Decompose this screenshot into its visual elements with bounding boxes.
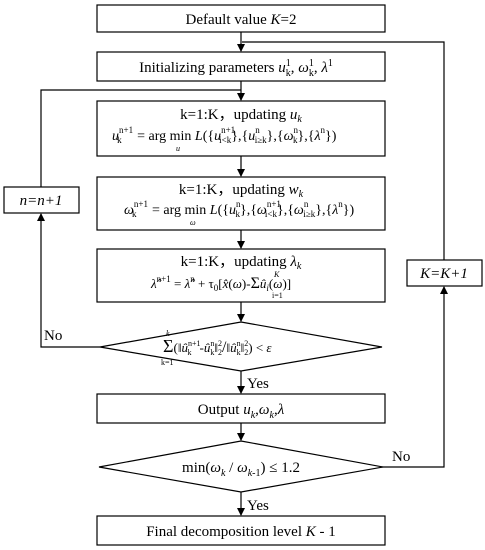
ratio-check-formula: min(ωk / ωk-1) ≤ 1.2 [182,460,300,479]
update-u-title: k=1:K，updating uk [180,107,302,125]
arrow-convergence-no [37,213,100,348]
update-lambda-sum-lower: i=1 [272,291,283,300]
connectors [37,32,448,516]
label-no-right: No [392,449,410,465]
convergence-sum-lower: k=1 [161,358,174,367]
output-text: Output uk,ωk,λ [198,402,285,421]
update-w-argmin-sub: ω [190,218,196,227]
default-value-text: Default value K=2 [186,12,297,28]
n-increment-box [3,186,80,214]
update-w-title: k=1:K，updating wk [179,182,304,200]
arrow-ratio-no [383,286,448,468]
k-increment-text: K=K+1 [419,266,468,282]
update-lambda-box [96,248,386,303]
output-box [96,393,386,424]
update-lambda-title: k=1:K，updating λk [181,254,302,272]
update-lambda-sum-upper: K [273,270,280,279]
final-box [96,515,386,546]
update-u-argmin-sub: u [176,144,180,153]
convergence-sum-upper: k [166,329,170,338]
label-yes-ratio: Yes [247,498,269,514]
initializing-box [96,51,386,82]
label-no-left: No [44,328,62,344]
arrow-n-increment-to-update-u [40,89,241,187]
arrow-k-increment-to-init [242,41,445,260]
update-u-box [96,100,386,157]
n-increment-text: n=n+1 [20,193,63,209]
update-lambda-formula: λ̂n+1 = λ̂n + τ0[x̂(ω)-Σûi(ω)] [150,274,291,293]
default-value-box [96,4,386,33]
update-w-box [96,176,386,231]
initializing-text: Initializing parameters uk1, ωk1, λ1 [139,58,333,79]
label-yes-convergence: Yes [247,376,269,392]
final-text: Final decomposition level K - 1 [146,524,336,540]
